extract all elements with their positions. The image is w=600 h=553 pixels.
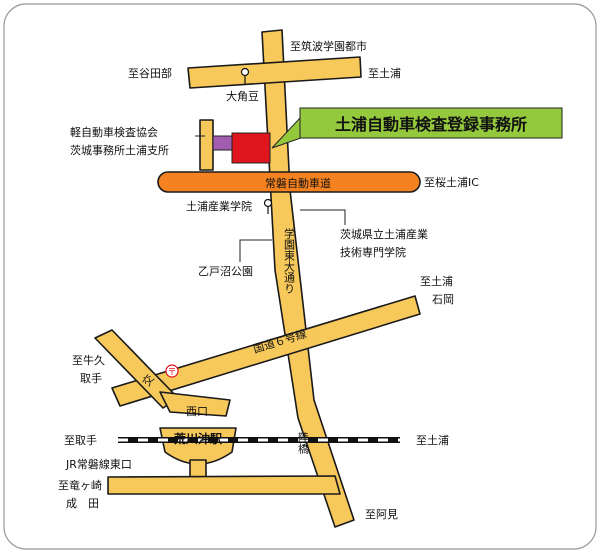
label-school-2: 技術専門学院 — [340, 245, 406, 259]
tsuchiura-office-building — [231, 132, 271, 164]
label-to-tsuchiura-ishioka-1: 至土浦 — [420, 275, 453, 288]
map-pin-icon — [240, 67, 250, 84]
school-leader-line — [300, 209, 346, 225]
label-to-ami: 至阿見 — [365, 508, 398, 521]
label-gakuen-avenue: 学園東大通り — [283, 227, 296, 294]
label-kei-assoc-1: 軽自動車検査協会 — [70, 125, 158, 139]
joban-expressway — [157, 171, 421, 193]
label-to-tsukuba: 至筑波学園都市 — [290, 39, 367, 53]
park-leader-line — [239, 239, 272, 262]
label-jr-joban-east: JR常磐線東口 — [65, 457, 132, 471]
label-station: 荒川沖駅 — [173, 431, 223, 446]
label-to-toride: 至取手 — [64, 433, 97, 447]
route6-road — [111, 295, 421, 407]
office-callout — [299, 107, 563, 139]
label-to-tsuchiura-north: 至土浦 — [368, 67, 401, 80]
kei-vehicle-association-building — [212, 135, 234, 151]
gakuen-higashi-avenue-road — [261, 29, 355, 528]
label-to-tsuchiura-rail: 至土浦 — [416, 434, 449, 447]
label-to-ryugasaki-1: 至竜ヶ崎 — [58, 478, 102, 492]
label-okaku: 大角豆 — [226, 89, 259, 103]
label-kei-assoc-2: 茨城事務所土浦支所 — [70, 143, 169, 157]
office-callout-title: 土浦自動車検査登録事務所 — [335, 115, 527, 134]
station-west-road — [159, 391, 231, 417]
label-to-tsuchiura-ishioka-2: 石岡 — [432, 293, 454, 306]
label-otonuma-park: 乙戸沼公園 — [198, 264, 253, 278]
label-to-ushiku-1: 至牛久 — [72, 353, 105, 367]
map-pin-icon — [263, 198, 273, 214]
label-sangyo-gakuin: 土浦産業学院 — [186, 199, 252, 213]
label-to-sakura-ic: 至桜土浦IC — [424, 175, 479, 189]
expressway-label: 常磐自動車道 — [265, 176, 331, 190]
svg-text:〒: 〒 — [167, 368, 176, 378]
office-access-road — [199, 119, 214, 171]
ryugasaki-road — [107, 475, 341, 495]
post-office-icon: 〒 — [165, 364, 179, 378]
label-to-ushiku-2: 取手 — [80, 371, 102, 385]
label-to-yatabe: 至谷田部 — [128, 66, 172, 80]
label-nishiguchi: 西口 — [186, 405, 208, 418]
label-rikkyo: 陸橋 — [297, 432, 310, 455]
label-to-ryugasaki-2: 成 田 — [66, 497, 99, 510]
label-school-1: 茨城県立土浦産業 — [340, 227, 428, 241]
yatabe-tsuchiura-road — [187, 56, 362, 89]
